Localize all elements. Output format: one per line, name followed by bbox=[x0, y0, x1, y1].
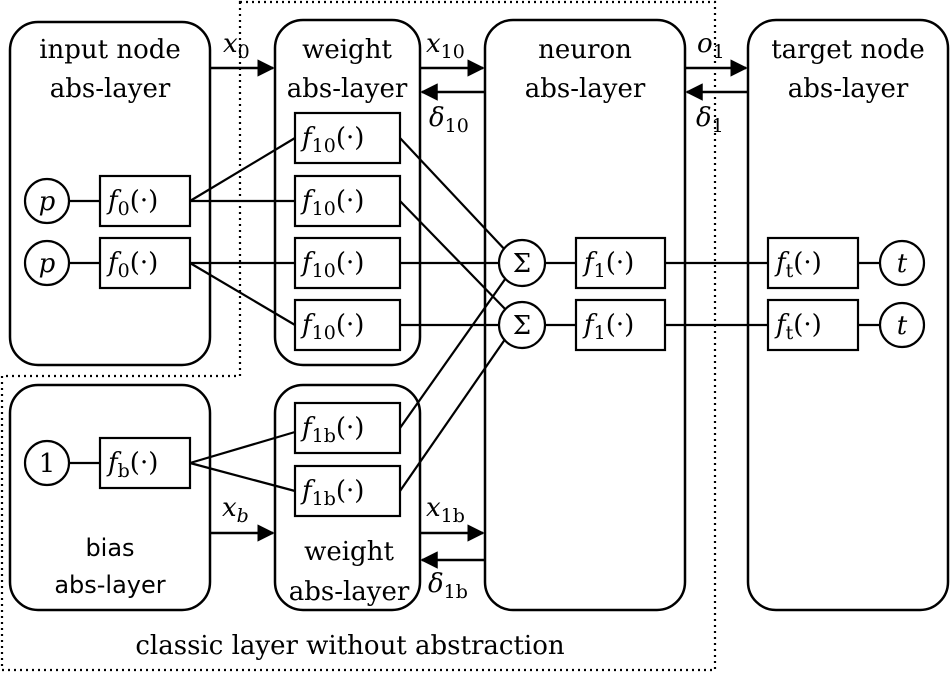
connection-wires bbox=[70, 137, 880, 493]
target-node-label-2: t bbox=[897, 311, 908, 341]
bias-node-circle bbox=[23, 439, 71, 487]
target-function-label-1: ft(·) bbox=[774, 248, 822, 282]
summation-label-2: Σ bbox=[513, 311, 531, 341]
target-layer-subtitle: abs-layer bbox=[788, 74, 909, 104]
target-node-circle-1 bbox=[878, 239, 926, 287]
weight-function-box-3 bbox=[293, 236, 402, 290]
bias-function-box bbox=[98, 436, 192, 490]
classic-layer-caption: classic layer without abstraction bbox=[135, 631, 565, 661]
target-node-circle-2 bbox=[878, 301, 926, 349]
neuron-function-box-2 bbox=[574, 298, 667, 352]
weight-function-box-2 bbox=[293, 174, 402, 228]
bias-weight-function-box-1 bbox=[293, 401, 402, 455]
x1b-label: x1b bbox=[426, 493, 465, 527]
bias-function-label: fb(·) bbox=[106, 448, 158, 482]
input-node-label-2: p bbox=[39, 249, 56, 279]
summation-node-1 bbox=[497, 238, 547, 288]
o1-label: o1 bbox=[697, 29, 725, 63]
target-layer-title: target node bbox=[771, 35, 925, 65]
input-function-label-1: f0(·) bbox=[106, 186, 158, 220]
weight-top-title: weight bbox=[302, 35, 392, 65]
weight-function-box-1 bbox=[293, 111, 402, 165]
weight-top-subtitle: abs-layer bbox=[287, 74, 408, 104]
target-function-box-1 bbox=[766, 236, 860, 290]
bias-layer-subtitle: abs-layer bbox=[54, 571, 165, 599]
weight-bottom-title: weight bbox=[304, 537, 394, 567]
weight-function-box-4 bbox=[293, 298, 402, 352]
weight-bottom-subtitle: abs-layer bbox=[289, 577, 410, 607]
delta1-label: δ1 bbox=[696, 103, 724, 137]
xb-label: xb bbox=[222, 493, 249, 527]
delta1b-label: δ1b bbox=[428, 569, 468, 603]
neuron-function-label-1: f1(·) bbox=[582, 248, 634, 282]
bias-layer-title: bias bbox=[85, 534, 134, 562]
input-node-circle-1 bbox=[23, 177, 71, 225]
bias-weight-function-label-1: f1b(·) bbox=[300, 413, 364, 447]
input-function-box-1 bbox=[98, 174, 192, 228]
target-node-label-1: t bbox=[897, 249, 908, 279]
x10-label: x10 bbox=[426, 29, 465, 63]
summation-label-1: Σ bbox=[513, 249, 531, 279]
input-layer-title: input node bbox=[39, 35, 181, 65]
x0-label: x0 bbox=[223, 29, 250, 63]
input-node-label-1: p bbox=[39, 187, 56, 217]
neuron-layer-subtitle: abs-layer bbox=[525, 74, 646, 104]
input-node-circle-2 bbox=[23, 239, 71, 287]
input-function-box-2 bbox=[98, 236, 192, 290]
delta10-label: δ10 bbox=[429, 103, 469, 137]
weight-function-label-2: f10(·) bbox=[300, 186, 364, 220]
bias-weight-function-label-2: f1b(·) bbox=[300, 476, 364, 510]
input-function-label-2: f0(·) bbox=[106, 248, 158, 282]
target-function-box-2 bbox=[766, 298, 860, 352]
neuron-function-label-2: f1(·) bbox=[582, 310, 634, 344]
bias-weight-function-box-2 bbox=[293, 464, 402, 518]
classic-layer-boundary bbox=[0, 0, 717, 672]
input-layer-subtitle: abs-layer bbox=[50, 74, 171, 104]
neuron-layer-title: neuron bbox=[538, 35, 632, 65]
neuron-function-box-1 bbox=[574, 236, 667, 290]
target-function-label-2: ft(·) bbox=[774, 310, 822, 344]
bias-node-label: 1 bbox=[39, 449, 56, 479]
summation-node-2 bbox=[497, 300, 547, 350]
